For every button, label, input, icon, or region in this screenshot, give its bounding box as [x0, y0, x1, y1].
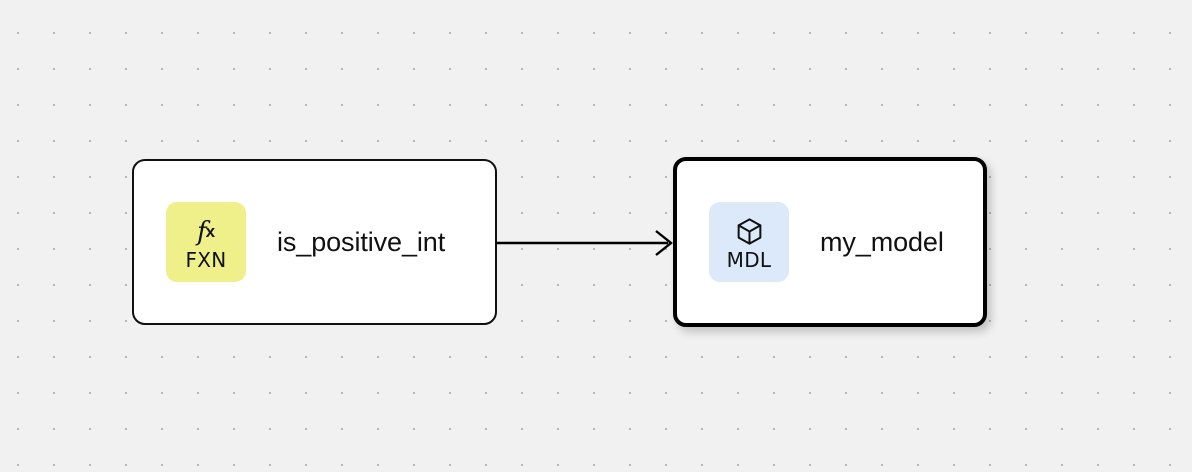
cube-icon: [734, 215, 765, 249]
edge-arrowhead-icon: [655, 230, 673, 256]
graph-node-my_model[interactable]: MDL my_model: [673, 157, 987, 327]
function-icon-x: x: [205, 222, 216, 241]
node-title: is_positive_int: [277, 226, 446, 257]
function-icon-f: f: [196, 216, 207, 247]
node-badge-label: MDL: [726, 247, 772, 272]
edge-is_positive_int-my_model[interactable]: [497, 230, 673, 256]
node-badge-label: FXN: [185, 247, 227, 272]
node-title: my_model: [820, 226, 944, 257]
node-badge-mdl: MDL: [709, 202, 789, 282]
